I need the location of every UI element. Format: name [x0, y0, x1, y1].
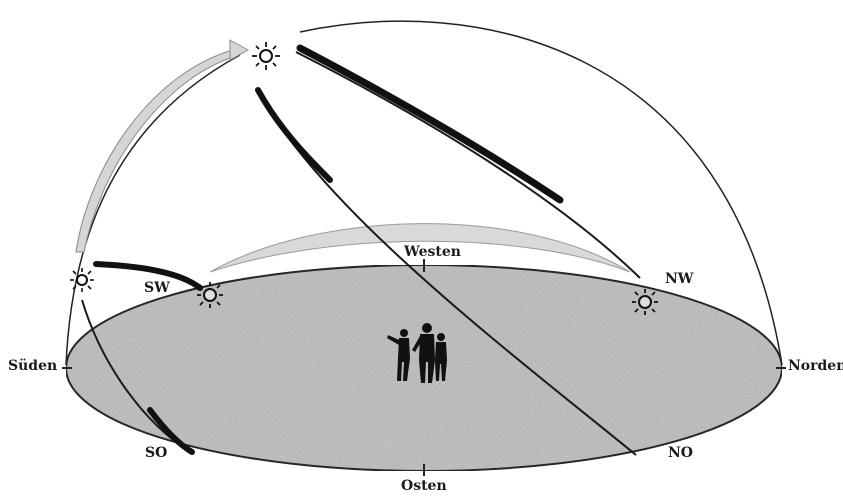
label-northeast: NO — [668, 445, 693, 461]
sun-icon — [632, 289, 658, 315]
label-southeast: SO — [145, 445, 167, 461]
label-southwest: SW — [144, 280, 170, 296]
label-northwest: NW — [665, 271, 694, 287]
sun-icon — [197, 282, 223, 308]
summer-arc-arrow-head — [230, 40, 248, 60]
sun-path-summer-thick-east — [258, 90, 330, 180]
label-north: Norden — [788, 358, 843, 374]
summer-arc-arrow — [76, 48, 240, 252]
label-west: Westen — [404, 244, 461, 260]
sun-icon — [70, 268, 94, 292]
sun-path-summer-thick — [300, 48, 560, 200]
label-east: Osten — [401, 478, 447, 494]
sun-icon — [252, 42, 280, 70]
label-south: Süden — [8, 358, 57, 374]
